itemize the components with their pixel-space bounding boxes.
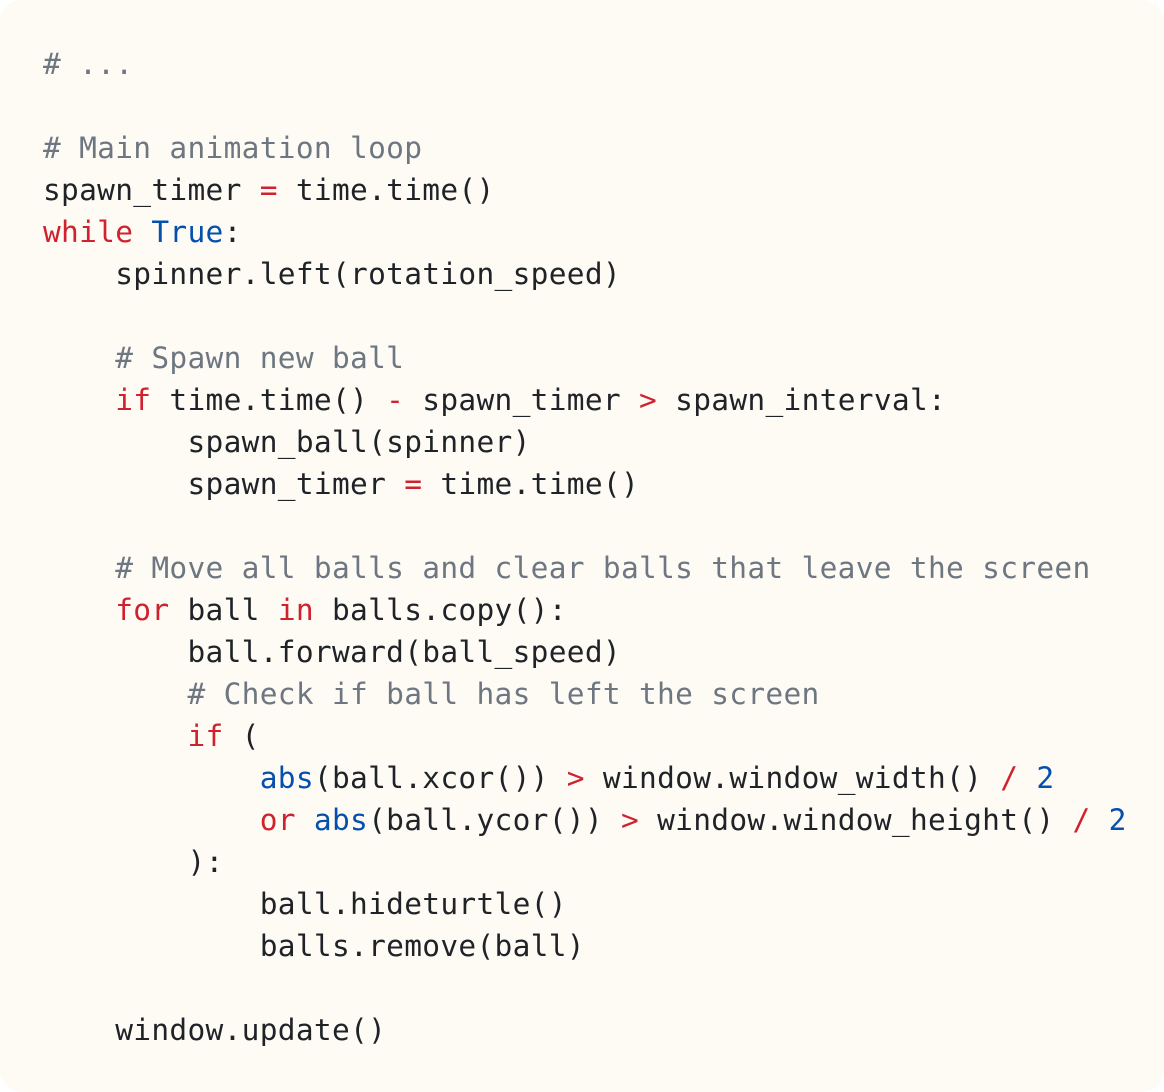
code-token: window.window_width(): [584, 761, 1001, 795]
code-token: ball: [169, 593, 278, 627]
code-line: [43, 967, 1164, 1009]
code-line: # Check if ball has left the screen: [43, 673, 1164, 715]
code-token: spinner.left(rotation_speed): [43, 257, 621, 291]
code-token: time.time(): [151, 383, 387, 417]
code-token: abs: [259, 761, 314, 795]
code-token: spawn_timer: [43, 173, 260, 207]
code-token: # Main animation loop: [43, 131, 423, 165]
code-line: # Spawn new ball: [43, 337, 1164, 379]
code-line: # ...: [43, 43, 1164, 85]
code-line: spawn_timer = time.time(): [43, 463, 1164, 505]
code-line: ):: [43, 841, 1164, 883]
code-token: /: [1000, 761, 1019, 795]
code-token: [43, 341, 115, 375]
code-token: balls.remove(ball): [43, 929, 585, 963]
code-token: for: [115, 593, 170, 627]
code-token: [1018, 761, 1036, 795]
code-token: =: [259, 173, 278, 207]
code-token: or: [259, 803, 296, 837]
code-token: in: [277, 593, 314, 627]
code-token: if: [187, 719, 224, 753]
code-token: [133, 215, 151, 249]
code-token: balls.copy():: [313, 593, 567, 627]
code-token: [43, 677, 187, 711]
code-line: [43, 85, 1164, 127]
code-token: spawn_interval:: [657, 383, 947, 417]
code-token: ):: [43, 845, 224, 879]
code-token: True: [151, 215, 224, 249]
code-line: spinner.left(rotation_speed): [43, 253, 1164, 295]
code-token: window.window_height(): [639, 803, 1073, 837]
code-token: ball.hideturtle(): [43, 887, 567, 921]
code-token: spawn_timer: [404, 383, 640, 417]
code-token: spawn_ball(spinner): [43, 425, 531, 459]
code-token: (: [223, 719, 260, 753]
code-line: spawn_timer = time.time(): [43, 169, 1164, 211]
code-token: :: [223, 215, 242, 249]
code-token: spawn_timer: [43, 467, 405, 501]
code-line: if time.time() - spawn_timer > spawn_int…: [43, 379, 1164, 421]
code-token: [43, 593, 115, 627]
code-line: abs(ball.xcor()) > window.window_width()…: [43, 757, 1164, 799]
code-token: while: [43, 215, 134, 249]
code-token: [43, 761, 260, 795]
code-token: -: [386, 383, 405, 417]
code-token: # Check if ball has left the screen: [187, 677, 820, 711]
code-token: # ...: [43, 47, 134, 81]
code-token: # Spawn new ball: [115, 341, 405, 375]
code-line: [43, 295, 1164, 337]
code-token: time.time(): [422, 467, 640, 501]
code-line: # Main animation loop: [43, 127, 1164, 169]
code-token: abs: [313, 803, 369, 837]
code-token: [43, 551, 115, 585]
code-line: window.update(): [43, 1009, 1164, 1051]
code-token: window.update(): [43, 1013, 387, 1047]
code-token: >: [566, 761, 585, 795]
code-content: # ... # Main animation loop spawn_timer =…: [43, 43, 1164, 1051]
code-token: [43, 383, 115, 417]
code-line: spawn_ball(spinner): [43, 421, 1164, 463]
code-line: if (: [43, 715, 1164, 757]
code-token: 2: [1108, 803, 1127, 837]
code-line: while True:: [43, 211, 1164, 253]
code-token: (ball.xcor()): [313, 761, 567, 795]
code-line: or abs(ball.ycor()) > window.window_heig…: [43, 799, 1164, 841]
code-token: [43, 719, 187, 753]
code-token: [296, 803, 314, 837]
code-line: for ball in balls.copy():: [43, 589, 1164, 631]
code-token: ball.forward(ball_speed): [43, 635, 621, 669]
code-token: 2: [1036, 761, 1055, 795]
code-token: /: [1072, 803, 1091, 837]
code-line: balls.remove(ball): [43, 925, 1164, 967]
code-line: ball.hideturtle(): [43, 883, 1164, 925]
code-token: >: [620, 803, 640, 837]
code-token: [1091, 803, 1109, 837]
code-line: [43, 505, 1164, 547]
code-token: if: [115, 383, 152, 417]
code-token: [43, 803, 260, 837]
code-token: >: [639, 383, 658, 417]
code-line: ball.forward(ball_speed): [43, 631, 1164, 673]
code-token: =: [404, 467, 423, 501]
code-token: (ball.ycor()): [368, 803, 621, 837]
code-line: # Move all balls and clear balls that le…: [43, 547, 1164, 589]
code-token: # Move all balls and clear balls that le…: [115, 551, 1091, 585]
code-token: time.time(): [277, 173, 495, 207]
